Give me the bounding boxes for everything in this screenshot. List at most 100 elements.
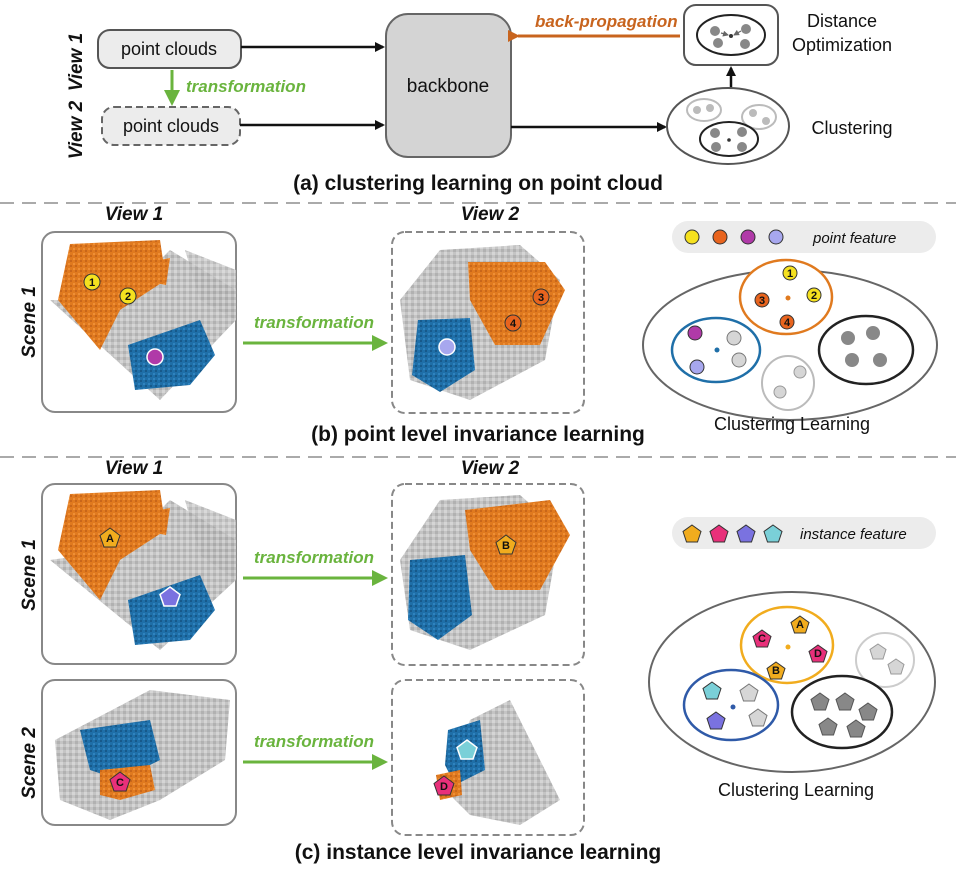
cluster-point-lavender [689,359,705,375]
view2-label-c: View 2 [461,458,520,479]
distance-label-line2: Optimization [792,35,892,55]
legend-lavender-dot [768,229,784,245]
cluster-point-dark [866,326,880,340]
caption-b: (b) point level invariance learning [311,423,645,446]
cluster-centroid-blue-c [730,704,736,710]
cluster-point [762,117,770,125]
legend-purple-dot [740,229,756,245]
instance-feature-B [495,534,517,555]
cluster-pentagon-violet [706,711,726,730]
legend-orange-dot [712,229,728,245]
point-feature-3 [532,288,550,306]
cluster-pentagon-dark [846,719,866,738]
cluster-point-label-3: 3 [759,295,765,307]
distance-point [710,26,720,36]
cluster-point-light [793,365,807,379]
cluster-pentagon-light [887,658,905,675]
cluster-point-purple [687,325,703,341]
instance-label-B: B [502,540,510,552]
cluster-dark-c [790,674,894,750]
instance-label-A: A [106,533,114,545]
cluster-pentagon-D [808,644,828,663]
instance-feature-violet [159,586,181,607]
scene2-label-c: Scene 2 [19,727,40,799]
instance-feature-A [99,527,121,548]
transformation-label-c2: transformation [254,732,374,751]
cluster-light-b [761,355,815,411]
distance-pull-arrow [733,29,742,36]
instance-feature-D-scene [433,775,455,796]
point-clouds-label-1: point clouds [121,39,217,59]
cluster-point [693,106,701,114]
cluster-point-4 [779,314,795,330]
legend-orange-pentagon [682,524,702,543]
transformation-label-c1: transformation [254,548,374,567]
distance-point [741,24,751,34]
cluster-point [710,128,720,138]
cluster-point-dark [873,353,887,367]
scene1-label-b: Scene 1 [19,286,40,358]
legend-violet-pentagon [736,524,756,543]
point-feature-1 [83,273,101,291]
caption-a: (a) clustering learning on point cloud [293,172,663,195]
cluster-pentagon-gray [748,708,768,727]
instance-feature-cyan [456,739,478,760]
point-cloud-scene1-view1-c [50,490,236,650]
cluster-point-label-4: 4 [784,317,791,329]
cluster-dark-b [817,314,915,386]
point-cloud-scene1-view2-c [400,495,570,650]
view2-label-a: View 2 [66,100,87,159]
distance-point [740,39,750,49]
point-clouds-label-2: point clouds [123,116,219,136]
cluster-point-2 [806,287,822,303]
section-c: View 1 View 2 Scene 1 Scene 2 A transfor… [19,458,936,864]
point-cloud-scene1-view2-b [400,245,565,400]
back-propagation-label: back-propagation [535,12,678,31]
cluster-label-C: C [758,633,766,645]
section-a: View 1 View 2 point clouds point clouds … [66,4,893,195]
cluster-point-3 [754,292,770,308]
instance-label-C: C [116,777,124,789]
cluster-point-1 [782,265,798,281]
point-clouds-box-1 [97,29,242,69]
view1-label-c: View 1 [105,458,163,479]
point-feature-legend [672,221,936,253]
cluster-point [737,127,747,137]
point-feature-4 [504,314,522,332]
distance-label-line1: Distance [807,11,877,31]
cluster-centroid [727,138,731,142]
clustering-learning-label-c: Clustering Learning [718,780,874,800]
cluster-point [749,109,757,117]
caption-c: (c) instance level invariance learning [295,841,662,864]
cluster-point-gray [731,352,747,368]
cluster-centroid-orange-c [785,644,791,650]
legend-yellow-dot [684,229,700,245]
point-label-1: 1 [89,277,95,289]
legend-cyan-pentagon [763,524,783,543]
point-feature-lavender [438,338,456,356]
cluster-pentagon-dark [810,692,830,711]
transformation-label-a: transformation [186,77,306,96]
backbone-label: backbone [407,76,489,97]
distance-point [713,38,723,48]
point-feature-2 [119,287,137,305]
section-b: View 1 View 2 Scene 1 1 2 transformation… [19,204,938,446]
cluster-point [737,142,747,152]
cluster-point-dark [841,331,855,345]
view2-label-b: View 2 [461,204,520,225]
cluster-pentagon-gray [739,683,759,702]
cluster-centroid-orange [785,295,791,301]
distance-centroid [729,34,733,38]
clustering-label-a: Clustering [811,118,892,138]
cluster-pentagon-B [766,661,786,680]
scene1-label-c: Scene 1 [19,539,40,611]
point-clouds-box-2 [101,106,241,146]
distance-pull-arrow [720,30,729,37]
cluster-point-gray [726,330,742,346]
cluster-label-D: D [814,648,822,660]
cluster-blue-c [682,668,780,742]
instance-feature-C-scene [109,771,131,792]
point-label-4: 4 [510,318,517,330]
clustering-learning-label-b: Clustering Learning [714,414,870,434]
instance-label-D: D [440,781,448,793]
